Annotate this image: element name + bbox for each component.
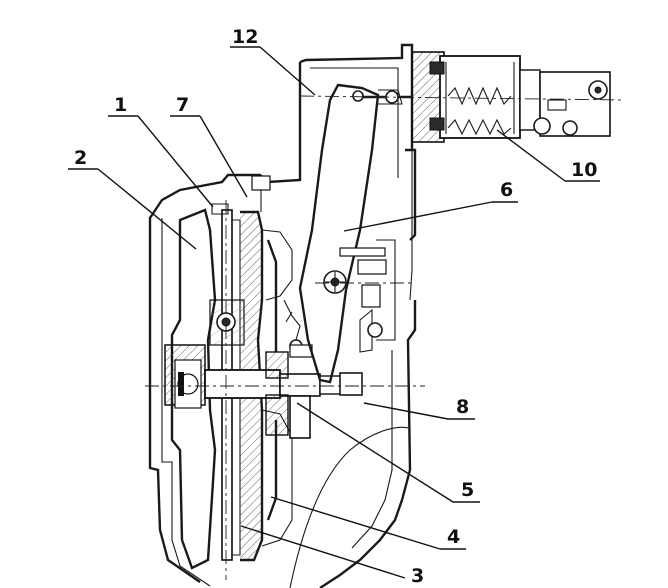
release-fork: [298, 83, 387, 384]
callout-leader-12: [259, 46, 316, 96]
callout-10: 10: [496, 129, 600, 182]
callout-leader-4: [270, 496, 441, 550]
callout-label-2: 2: [74, 147, 87, 169]
callout-leader-2: [97, 168, 197, 250]
callout-leader-7: [199, 115, 248, 198]
callout-2: 2: [68, 147, 197, 250]
callout-label-10: 10: [571, 159, 597, 181]
callout-leader-1: [137, 115, 214, 208]
callout-leader-5: [296, 402, 454, 503]
callout-leader-10: [496, 129, 566, 182]
callout-7: 7: [170, 94, 248, 198]
callout-5: 5: [296, 402, 480, 503]
callout-1: 1: [108, 94, 214, 208]
crankshaft-flange: [164, 344, 206, 409]
release-cylinder: [411, 51, 611, 143]
callout-4: 4: [270, 496, 466, 550]
callout-6: 6: [343, 179, 518, 232]
callout-12: 12: [230, 26, 316, 96]
callout-label-8: 8: [456, 396, 469, 418]
release-bearing: [265, 344, 313, 439]
cylinder-axis: [299, 95, 626, 101]
callout-label-6: 6: [500, 179, 513, 201]
callout-label-5: 5: [461, 479, 474, 501]
fork-pivot-bracket: [367, 239, 396, 341]
callout-label-7: 7: [176, 94, 189, 116]
callout-label-4: 4: [447, 526, 460, 548]
clutch-disc: [209, 209, 245, 561]
callout-label-3: 3: [411, 565, 424, 587]
callout-3: 3: [240, 525, 424, 587]
callout-8: 8: [363, 396, 475, 420]
callout-leader-3: [240, 525, 406, 579]
callout-leader-6: [343, 201, 493, 232]
callout-label-1: 1: [114, 94, 127, 116]
callout-leader-8: [363, 402, 449, 420]
callout-label-12: 12: [232, 26, 258, 48]
